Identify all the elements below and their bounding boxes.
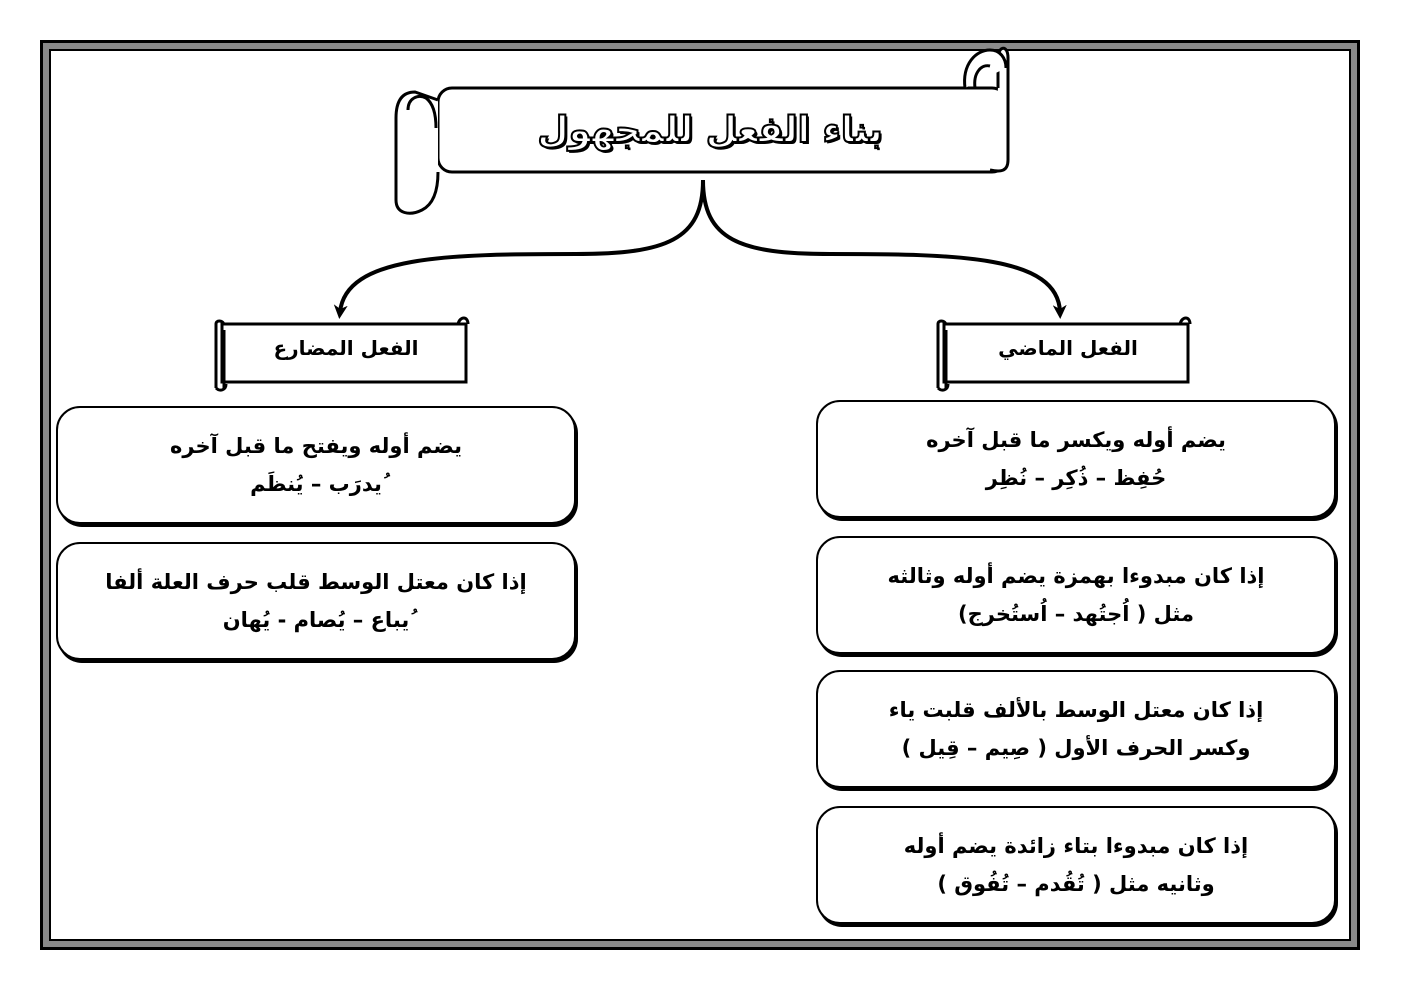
- past-rule-3-line2: وكسر الحرف الأول ( صِيم – قِيل ): [901, 736, 1251, 760]
- past-rule-3-line1: إذا كان معتل الوسط بالألف قلبت ياء: [888, 698, 1264, 722]
- present-rule-1: يضم أوله ويفتح ما قبل آخره ُيدرَب – يُنظ…: [56, 406, 576, 524]
- past-rule-2: إذا كان مبدوءا بهمزة يضم أوله وثالثه مثل…: [816, 536, 1336, 654]
- past-rule-1-line1: يضم أوله ويكسر ما قبل آخره: [926, 428, 1226, 452]
- past-branch-label: الفعل الماضي: [998, 336, 1138, 360]
- diagram-title: بناء الفعل للمجهول: [536, 109, 883, 152]
- connector-to-present: [333, 179, 705, 319]
- connector-to-past: [701, 179, 1067, 319]
- present-rule-1-line2: ُيدرَب – يُنظَم: [250, 472, 382, 496]
- present-rule-2: إذا كان معتل الوسط قلب حرف العلة ألفا ُي…: [56, 542, 576, 660]
- present-branch-label: الفعل المضارع: [273, 336, 419, 360]
- past-label-scroll: [936, 316, 1192, 392]
- past-rule-4-line2: وثانيه مثل ( تُقُدم – تُفُوق ): [937, 872, 1215, 896]
- present-rule-2-line1: إذا كان معتل الوسط قلب حرف العلة ألفا: [105, 570, 527, 594]
- past-rule-2-line2: مثل ( اُجتُهد – اُستُخرج): [958, 602, 1194, 626]
- past-rule-1-line2: حُفِظ – ذُكِر – نُظِر: [985, 466, 1167, 490]
- present-rule-1-line1: يضم أوله ويفتح ما قبل آخره: [170, 434, 462, 458]
- present-rule-2-line2: ُيباع – يُصام - يُهان: [222, 608, 410, 632]
- past-rule-4-line1: إذا كان مبدوءا بتاء زائدة يضم أوله: [903, 834, 1249, 858]
- present-label-scroll: [214, 316, 470, 392]
- title-scroll: [394, 46, 1010, 215]
- past-rule-4: إذا كان مبدوءا بتاء زائدة يضم أوله وثاني…: [816, 806, 1336, 924]
- past-rule-1: يضم أوله ويكسر ما قبل آخره حُفِظ – ذُكِر…: [816, 400, 1336, 518]
- past-rule-3: إذا كان معتل الوسط بالألف قلبت ياء وكسر …: [816, 670, 1336, 788]
- past-rule-2-line1: إذا كان مبدوءا بهمزة يضم أوله وثالثه: [887, 564, 1265, 588]
